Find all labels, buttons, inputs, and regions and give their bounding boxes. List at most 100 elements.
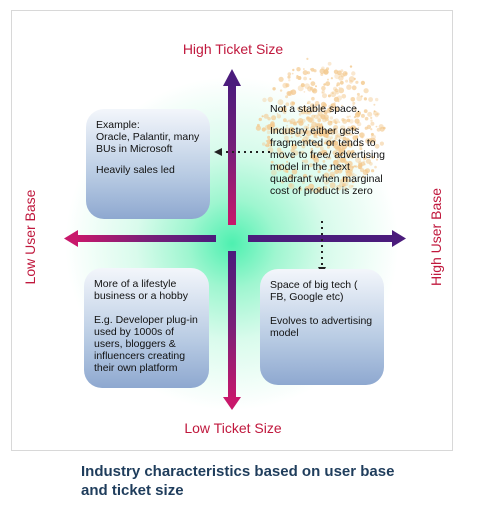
splash-speck [346,84,352,90]
splash-speck [357,164,363,170]
splash-speck [301,159,305,163]
splash-speck [341,143,348,150]
splash-speck [309,150,313,154]
splash-speck [323,83,326,86]
splash-speck [308,163,313,168]
splash-speck [375,125,378,128]
splash-speck [316,178,319,181]
splash-speck [309,103,315,109]
splash-speck [327,78,329,81]
splash-speck [334,137,338,140]
splash-speck [368,97,373,102]
splash-speck [284,131,289,135]
dotted-arrowhead-left-icon [214,148,222,156]
splash-speck [379,141,384,146]
axis-label-right: High User Base [428,187,444,287]
splash-speck [334,106,340,112]
splash-speck [287,75,291,79]
splash-speck [344,72,347,75]
splash-speck [304,186,310,191]
splash-speck [293,150,299,156]
splash-speck [307,124,310,126]
splash-speck [278,76,284,82]
splash-speck [288,183,295,190]
splash-speck [351,85,357,91]
splash-speck [311,96,315,101]
splash-speck [342,118,348,124]
splash-speck [352,177,355,180]
splash-speck [330,120,333,123]
splash-speck [344,130,351,137]
splash-speck [327,108,331,112]
splash-speck [265,144,267,147]
splash-speck [303,68,305,70]
splash-speck [310,174,313,178]
quadrant-tr-line1: Not a stable space. [270,103,360,115]
splash-speck [271,169,277,176]
splash-speck [374,165,377,169]
splash-speck [320,123,323,126]
splash-speck [347,165,354,172]
splash-speck [280,108,283,111]
splash-speck [288,119,291,123]
splash-speck [370,121,375,126]
splash-speck [303,125,308,130]
splash-speck [325,156,330,160]
splash-speck [321,115,326,120]
splash-speck [356,92,360,96]
splash-speck [324,138,331,145]
splash-speck [329,182,336,189]
splash-speck [349,119,354,124]
splash-speck [358,143,363,148]
splash-speck [276,164,282,170]
splash-speck [363,88,369,94]
splash-speck [321,89,325,94]
splash-speck [344,182,349,187]
splash-speck [353,165,356,168]
splash-speck [350,126,354,130]
arrow-right-icon [392,230,406,247]
splash-speck [283,118,287,123]
splash-speck [360,95,363,98]
splash-speck [272,87,276,91]
splash-speck [340,69,344,72]
splash-speck [314,130,319,135]
splash-speck [351,180,355,184]
splash-speck [321,66,325,71]
splash-speck [299,135,302,138]
splash-speck [339,181,345,188]
splash-speck [290,101,295,106]
splash-speck [337,168,343,174]
splash-speck [371,156,375,159]
splash-speck [360,113,365,118]
splash-speck [285,169,288,173]
axis-label-left: Low User Base [22,189,38,285]
splash-speck [340,157,346,163]
splash-speck [328,156,332,160]
splash-speck [285,127,290,132]
splash-speck [304,130,307,133]
splash-speck [354,154,357,157]
splash-speck [323,110,328,114]
splash-speck [347,126,351,130]
splash-speck [324,117,329,122]
splash-speck [285,95,289,99]
splash-speck [290,90,293,93]
splash-speck [370,128,373,131]
splash-speck [279,150,284,156]
splash-speck [353,107,357,111]
splash-speck [322,110,325,113]
splash-speck [316,108,319,111]
splash-speck [314,190,318,194]
splash-speck [337,138,339,141]
splash-speck [264,124,271,131]
quadrant-bottom-right: Space of big tech ( FB, Google etc) Evol… [260,269,384,385]
splash-speck [305,134,310,140]
splash-speck [370,119,373,122]
splash-speck [330,136,333,140]
splash-speck [300,109,306,115]
diagram-frame: High Ticket Size Low Ticket Size Low Use… [11,10,453,451]
splash-speck [281,106,287,113]
splash-speck [342,141,345,144]
splash-speck [370,139,373,142]
